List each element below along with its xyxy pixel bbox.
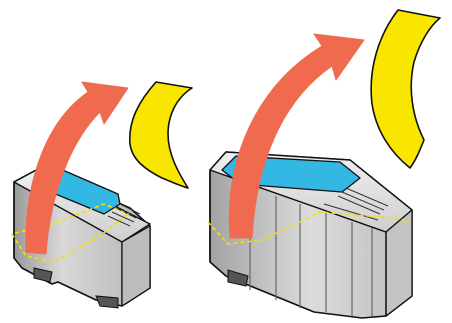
air-channel	[323, 187, 389, 221]
cartridge-foot	[33, 267, 53, 283]
tape-dashed-outline	[207, 211, 411, 245]
cartridge-foot	[227, 269, 249, 287]
yellow-tape	[129, 81, 193, 189]
cartridge-foot	[95, 295, 119, 309]
black-ink-cartridge	[10, 81, 193, 309]
cartridge-side-face	[121, 225, 151, 307]
peel-arrow	[228, 33, 365, 239]
cartridge-ribs	[249, 190, 373, 316]
air-channel	[107, 203, 141, 227]
peel-arrow	[25, 81, 129, 255]
yellow-tape	[370, 9, 441, 169]
cartridge-front-edge	[209, 170, 387, 316]
tape-dashed-outline	[10, 203, 130, 263]
color-ink-cartridge	[207, 9, 441, 319]
